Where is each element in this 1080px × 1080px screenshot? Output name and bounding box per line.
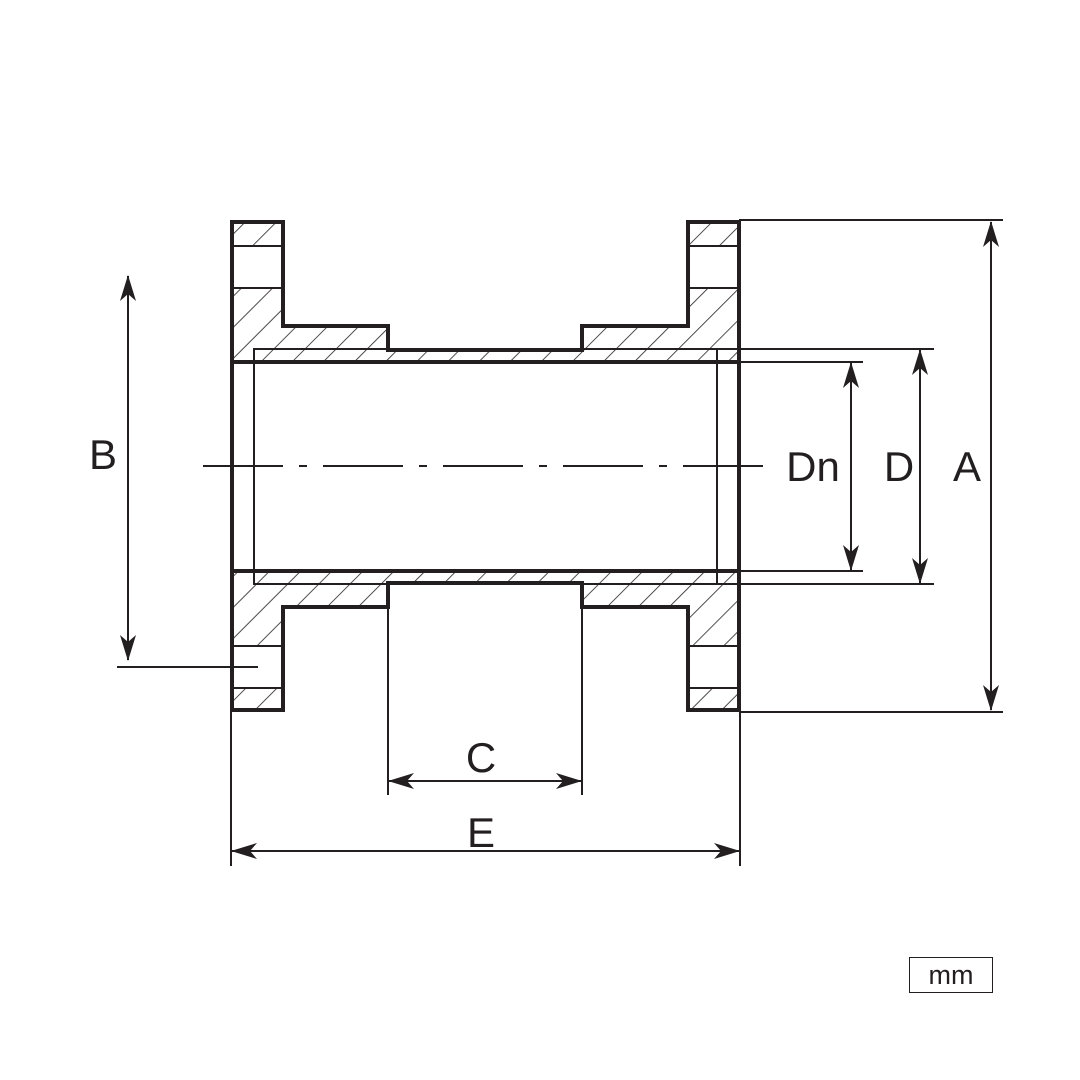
dimension-b-label: B (89, 431, 117, 478)
dimension-a-label: A (953, 443, 981, 490)
upper-section-hatching (232, 222, 739, 362)
dimension-d-label: D (884, 443, 914, 490)
dimension-dn-label: Dn (786, 443, 840, 490)
lower-section-hatching (232, 571, 739, 710)
extension-lines (117, 219, 1003, 866)
unit-label: mm (909, 957, 993, 993)
dimension-e-label: E (467, 809, 495, 856)
bolt-holes (232, 245, 739, 689)
dimension-c-label: C (466, 734, 496, 781)
